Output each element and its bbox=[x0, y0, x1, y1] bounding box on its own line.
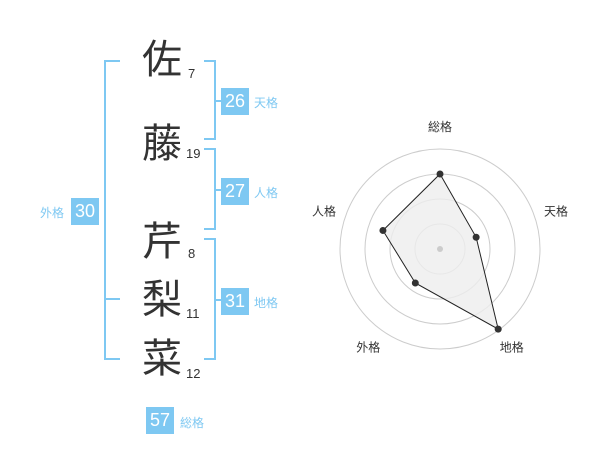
name-char-1: 佐 bbox=[142, 37, 182, 83]
gaikaku-tick-top bbox=[104, 298, 120, 300]
gaikaku-bracket bbox=[104, 60, 120, 360]
gaikaku-value: 30 bbox=[71, 198, 99, 225]
radar-axis-label-3: 地格 bbox=[500, 340, 524, 355]
stroke-count-3: 8 bbox=[188, 246, 196, 261]
jinkaku-value: 27 bbox=[221, 178, 249, 205]
tenkaku-bracket bbox=[204, 60, 216, 140]
radar-ring bbox=[389, 198, 491, 300]
tenkaku-label: 天格 bbox=[254, 96, 279, 110]
tenkaku-tick bbox=[216, 100, 222, 102]
name-char-2: 藤 bbox=[142, 121, 182, 167]
chikaku-tick bbox=[216, 299, 222, 301]
stroke-count-2: 19 bbox=[186, 146, 201, 161]
jinkaku-bracket bbox=[204, 148, 216, 230]
chikaku-label: 地格 bbox=[254, 296, 279, 310]
radar-ring bbox=[414, 223, 466, 275]
radar-ring bbox=[339, 148, 541, 350]
soukaku-label: 総格 bbox=[180, 416, 205, 430]
radar-polygon bbox=[382, 173, 499, 331]
radar-axis-label-5: 人格 bbox=[312, 203, 336, 218]
radar-axis-label-4: 外格 bbox=[356, 340, 380, 355]
radar-center bbox=[437, 246, 443, 252]
radar-point-5 bbox=[379, 226, 387, 234]
name-char-3: 芹 bbox=[142, 219, 182, 265]
jinkaku-tick bbox=[216, 189, 222, 191]
name-char-4: 梨 bbox=[142, 277, 182, 323]
chikaku-bracket bbox=[204, 238, 216, 360]
jinkaku-label: 人格 bbox=[254, 186, 279, 200]
soukaku-value: 57 bbox=[146, 407, 174, 434]
radar-axis-label-1: 総格 bbox=[428, 119, 452, 134]
radar-ring bbox=[364, 173, 516, 325]
name-char-5: 菜 bbox=[142, 336, 182, 382]
radar-point-2 bbox=[472, 233, 480, 241]
stroke-count-5: 12 bbox=[186, 366, 201, 381]
gaikaku-label: 外格 bbox=[40, 206, 65, 220]
chikaku-value: 31 bbox=[221, 288, 249, 315]
tenkaku-value: 26 bbox=[221, 88, 249, 115]
radar-point-3 bbox=[494, 325, 502, 333]
radar-point-4 bbox=[411, 279, 419, 287]
radar-point-1 bbox=[436, 170, 444, 178]
radar-axis-label-2: 天格 bbox=[544, 203, 568, 218]
stroke-count-4: 11 bbox=[186, 306, 200, 321]
stroke-count-1: 7 bbox=[188, 66, 196, 81]
